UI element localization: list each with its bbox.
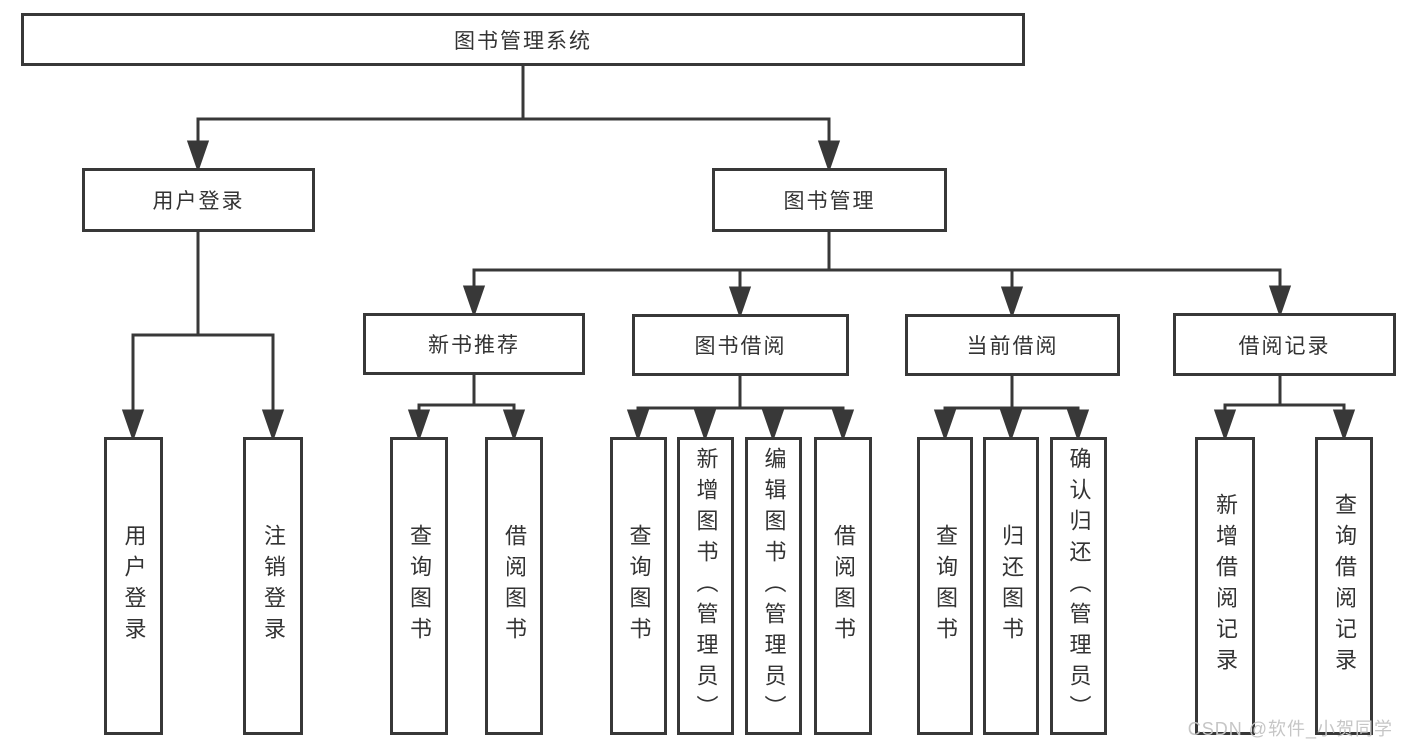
- node-label: 新增图书（管理员）: [693, 446, 719, 726]
- arrowhead: [999, 409, 1023, 442]
- leaf-return-book: 归还图书: [983, 437, 1039, 735]
- node-label: 图书管理: [783, 190, 876, 213]
- arrowhead: [626, 409, 650, 442]
- node-borrow-records: 借阅记录: [1173, 313, 1396, 376]
- node-label: 图书借阅: [694, 335, 787, 358]
- arrowhead: [693, 409, 717, 442]
- csdn-watermark: CSDN @软件_小贺同学: [1187, 719, 1393, 739]
- arrowhead: [817, 140, 841, 173]
- node-label: 当前借阅: [966, 335, 1059, 358]
- node-label: 新增借阅记录: [1213, 493, 1238, 679]
- arrowhead: [831, 409, 855, 442]
- arrowhead: [1332, 409, 1356, 442]
- node-label: 用户登录: [152, 190, 245, 213]
- node-label: 编辑图书（管理员）: [761, 446, 787, 726]
- leaf-borrow-books-recommend: 借阅图书: [485, 437, 543, 735]
- leaf-add-book-admin: 新增图书（管理员）: [677, 437, 734, 735]
- node-label: 查询图书: [933, 524, 958, 648]
- arrowhead: [121, 409, 145, 442]
- node-label: 新书推荐: [428, 334, 520, 357]
- arrowhead: [761, 409, 785, 442]
- leaf-logout: 注销登录: [243, 437, 303, 735]
- leaf-query-books-borrowing: 查询图书: [610, 437, 667, 735]
- arrowhead: [462, 285, 486, 318]
- node-book-management: 图书管理: [712, 168, 947, 232]
- arrowhead: [933, 409, 957, 442]
- arrowhead: [728, 286, 752, 319]
- arrowhead: [186, 140, 210, 173]
- arrowhead: [407, 409, 431, 442]
- leaf-add-borrow-record: 新增借阅记录: [1195, 437, 1255, 735]
- leaf-user-login: 用户登录: [104, 437, 163, 735]
- arrowhead: [1066, 409, 1090, 442]
- arrowhead: [1000, 286, 1024, 319]
- node-label: 查询图书: [407, 524, 432, 648]
- node-label: 用户登录: [121, 524, 147, 648]
- node-label: 借阅图书: [502, 524, 527, 648]
- node-root-library-system: 图书管理系统: [21, 13, 1025, 66]
- arrowhead: [1213, 409, 1237, 442]
- node-label: 查询借阅记录: [1332, 493, 1357, 679]
- node-current-borrowing: 当前借阅: [905, 314, 1120, 376]
- node-label: 注销登录: [261, 524, 286, 648]
- leaf-borrow-books-borrowing: 借阅图书: [814, 437, 872, 735]
- arrowhead: [261, 409, 285, 442]
- node-label: 借阅记录: [1238, 334, 1331, 358]
- leaf-confirm-return-admin: 确认归还（管理员）: [1050, 437, 1107, 735]
- node-label: 确认归还（管理员）: [1066, 446, 1092, 726]
- node-new-book-recommend: 新书推荐: [363, 313, 585, 375]
- leaf-query-books-recommend: 查询图书: [390, 437, 448, 735]
- leaf-edit-book-admin: 编辑图书（管理员）: [745, 437, 802, 735]
- node-label: 图书管理系统: [454, 29, 592, 53]
- node-label: 查询图书: [626, 524, 652, 648]
- leaf-query-borrow-record: 查询借阅记录: [1315, 437, 1373, 735]
- node-book-borrowing: 图书借阅: [632, 314, 849, 376]
- leaf-query-books-current: 查询图书: [917, 437, 973, 735]
- node-label: 归还图书: [999, 524, 1024, 648]
- arrowhead: [502, 409, 526, 442]
- node-user-login: 用户登录: [82, 168, 315, 232]
- arrowhead: [1268, 285, 1292, 318]
- node-label: 借阅图书: [831, 524, 856, 648]
